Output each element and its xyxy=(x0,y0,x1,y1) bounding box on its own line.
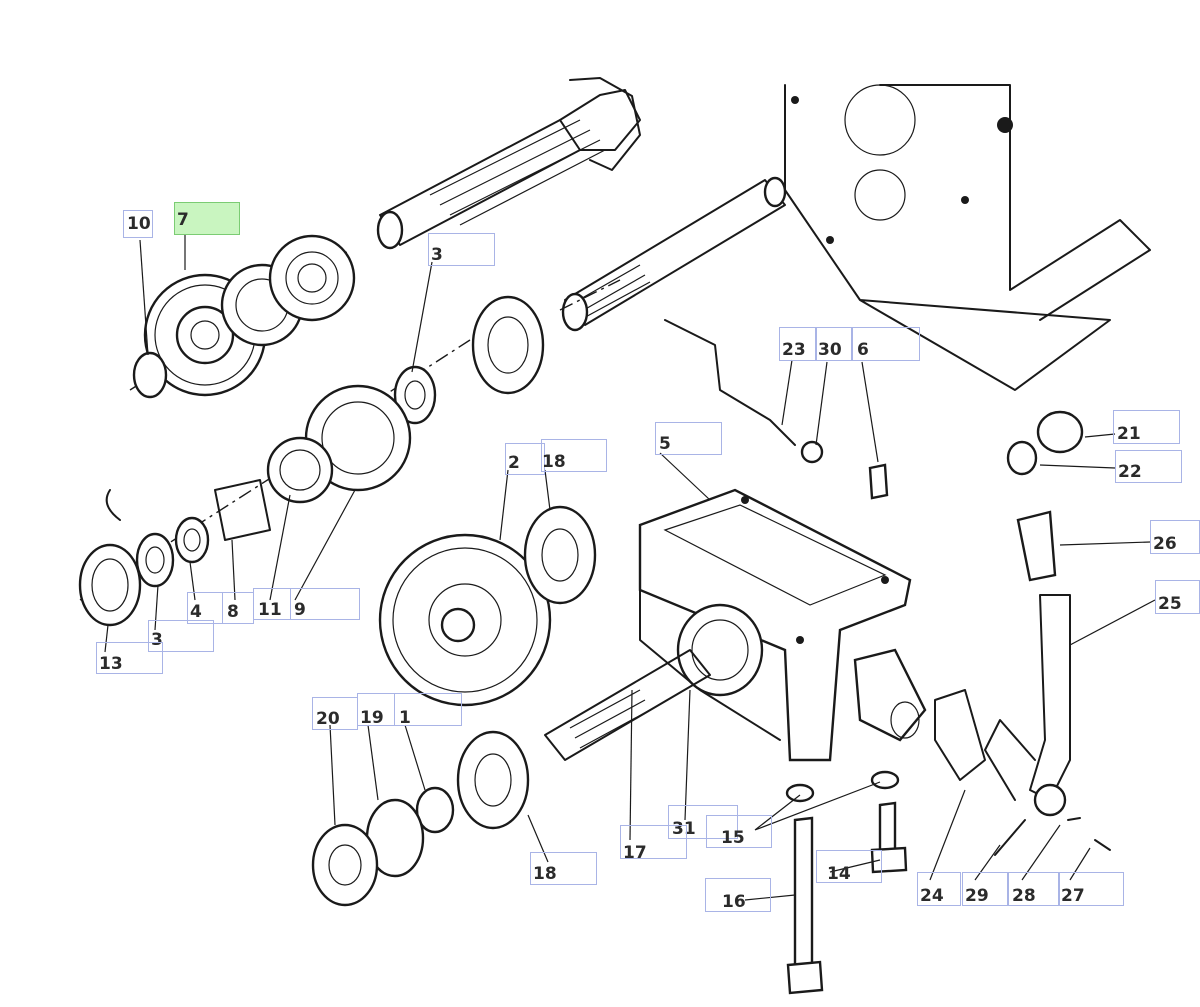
callout-part-17[interactable]: 17 xyxy=(620,825,687,863)
callout-label: 31 xyxy=(672,819,696,839)
callout-label: 1 xyxy=(399,708,411,728)
plug-21 xyxy=(1036,410,1084,454)
callout-label: 13 xyxy=(99,654,123,674)
callout-part-5[interactable]: 5 xyxy=(655,422,722,455)
gear-cluster-9 xyxy=(214,384,412,541)
callout-part-30[interactable]: 30 xyxy=(815,327,852,361)
callout-label: 6 xyxy=(857,340,869,360)
callout-part-21[interactable]: 21 xyxy=(1113,410,1180,444)
callout-label: 7 xyxy=(177,210,189,230)
bolts-14-16 xyxy=(785,770,908,995)
shift-lever-25 xyxy=(853,510,1071,817)
frame-plate xyxy=(784,84,1151,391)
callout-part-3-lower[interactable]: 3 xyxy=(148,620,214,652)
large-gear-2 xyxy=(378,505,597,707)
callout-label: 14 xyxy=(827,864,851,884)
callout-label: 16 xyxy=(722,892,746,912)
callout-part-22[interactable]: 22 xyxy=(1115,450,1182,483)
callout-label: 25 xyxy=(1158,594,1182,614)
callout-label: 27 xyxy=(1061,886,1085,906)
callout-label: 21 xyxy=(1117,424,1141,444)
callout-label: 3 xyxy=(431,245,443,265)
callout-label: 28 xyxy=(1012,886,1036,906)
callout-label: 2 xyxy=(508,453,520,473)
callout-label: 29 xyxy=(965,886,989,906)
callout-part-6[interactable]: 6 xyxy=(852,327,920,361)
gearbox-housing-5 xyxy=(638,488,912,762)
callout-part-26[interactable]: 26 xyxy=(1150,520,1200,554)
callout-part-27[interactable]: 27 xyxy=(1058,872,1124,906)
callout-part-18-upper[interactable]: 18 xyxy=(541,439,607,472)
callout-label: 24 xyxy=(920,886,944,906)
bolt-27-washer-28 xyxy=(1067,817,1111,851)
callout-label: 11 xyxy=(258,600,282,620)
callout-part-28[interactable]: 28 xyxy=(1008,872,1060,906)
callout-part-20[interactable]: 20 xyxy=(312,697,358,730)
callout-part-18-lower[interactable]: 18 xyxy=(530,852,597,885)
callout-label: 5 xyxy=(659,434,671,454)
callout-label: 9 xyxy=(294,600,306,620)
callout-label: 26 xyxy=(1153,534,1177,554)
callout-label: 23 xyxy=(782,340,806,360)
callout-part-23[interactable]: 23 xyxy=(779,327,817,361)
callout-label: 3 xyxy=(151,630,163,650)
callout-label: 17 xyxy=(623,843,647,863)
upper-splined-shaft xyxy=(376,77,641,250)
o-ring-30 xyxy=(800,440,824,464)
callout-label: 19 xyxy=(360,708,384,728)
pin-6 xyxy=(868,463,889,500)
callout-part-16[interactable]: 16 xyxy=(705,878,771,912)
left-bearing-stack xyxy=(78,489,210,627)
callout-part-9[interactable]: 9 xyxy=(290,588,360,620)
callout-label: 18 xyxy=(533,864,557,884)
callout-part-19[interactable]: 19 xyxy=(357,693,395,728)
output-shaft-17 xyxy=(311,649,711,907)
callout-part-13[interactable]: 13 xyxy=(96,642,163,674)
callout-part-15[interactable]: 15 xyxy=(706,815,772,848)
lower-shaft xyxy=(561,176,787,332)
callout-label: 10 xyxy=(127,214,151,234)
callout-label: 18 xyxy=(542,452,566,472)
callout-part-3-upper[interactable]: 3 xyxy=(428,233,495,266)
callout-part-24[interactable]: 24 xyxy=(917,872,961,906)
snap-ring-10 xyxy=(132,351,168,399)
callout-part-29[interactable]: 29 xyxy=(962,872,1008,906)
callout-part-10[interactable]: 10 xyxy=(123,210,153,238)
spring-29 xyxy=(994,819,1026,856)
callout-part-8[interactable]: 8 xyxy=(222,592,254,624)
callout-part-1[interactable]: 1 xyxy=(394,693,462,728)
callout-part-31[interactable]: 31 xyxy=(668,805,738,839)
callout-label: 15 xyxy=(721,828,745,848)
washer-22 xyxy=(1006,440,1038,476)
callout-part-25[interactable]: 25 xyxy=(1155,580,1200,614)
callout-label: 4 xyxy=(190,602,202,622)
gear-assembly-7 xyxy=(143,234,356,397)
callout-label: 30 xyxy=(818,340,842,360)
callout-part-2[interactable]: 2 xyxy=(505,443,545,475)
callout-label: 8 xyxy=(227,602,239,622)
callout-part-7-selected[interactable]: 7 xyxy=(174,202,240,235)
callout-label: 22 xyxy=(1118,462,1142,482)
shift-arm-23 xyxy=(664,319,796,446)
callout-part-14[interactable]: 14 xyxy=(816,850,882,883)
callout-leader-lines xyxy=(104,232,1156,901)
callout-label: 20 xyxy=(316,709,340,729)
bearing-and-washer-3 xyxy=(393,295,545,425)
callout-part-11[interactable]: 11 xyxy=(253,588,291,620)
